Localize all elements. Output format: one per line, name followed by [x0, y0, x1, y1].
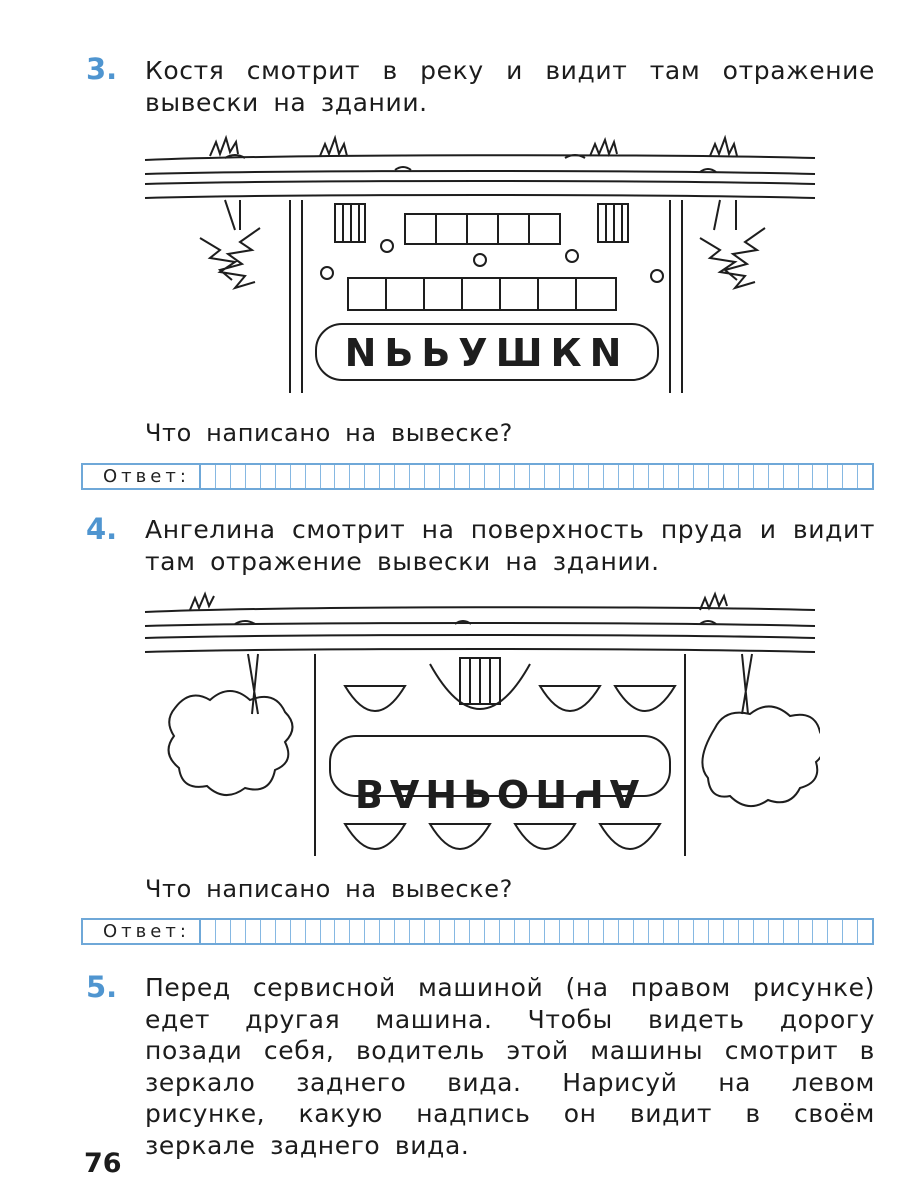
task3-text: Костя смотрит в реку и видит там отражен… [145, 56, 875, 117]
task3-illustration: NЬЬУШКN [144, 134, 816, 393]
task3-answer-cells[interactable] [201, 465, 872, 488]
task4-answer-field[interactable]: Ответ: [81, 918, 874, 945]
task4-answer-label: Ответ: [83, 920, 201, 943]
task4-number: 4. [86, 512, 118, 546]
task3-answer-label: Ответ: [83, 465, 201, 488]
task3-question: Что написано на вывеске? [145, 419, 513, 447]
task3-answer-field[interactable]: Ответ: [81, 463, 874, 490]
task3-sign-text: NЬЬУШКN [345, 331, 630, 375]
task5-number: 5. [86, 970, 118, 1004]
task4-text: Ангелина смотрит на поверхность пруда и … [145, 515, 875, 576]
task3-number: 3. [86, 52, 118, 86]
task4-illustration: ВАНРОПЧА [144, 591, 820, 856]
task4-question: Что написано на вывеске? [145, 875, 513, 903]
task4-sign-text: ВАНРОПЧА [355, 771, 645, 815]
task5-text: Перед сервисной машиной (на правом рисун… [145, 973, 875, 1160]
task4-answer-cells[interactable] [201, 920, 872, 943]
page-number: 76 [84, 1148, 122, 1179]
